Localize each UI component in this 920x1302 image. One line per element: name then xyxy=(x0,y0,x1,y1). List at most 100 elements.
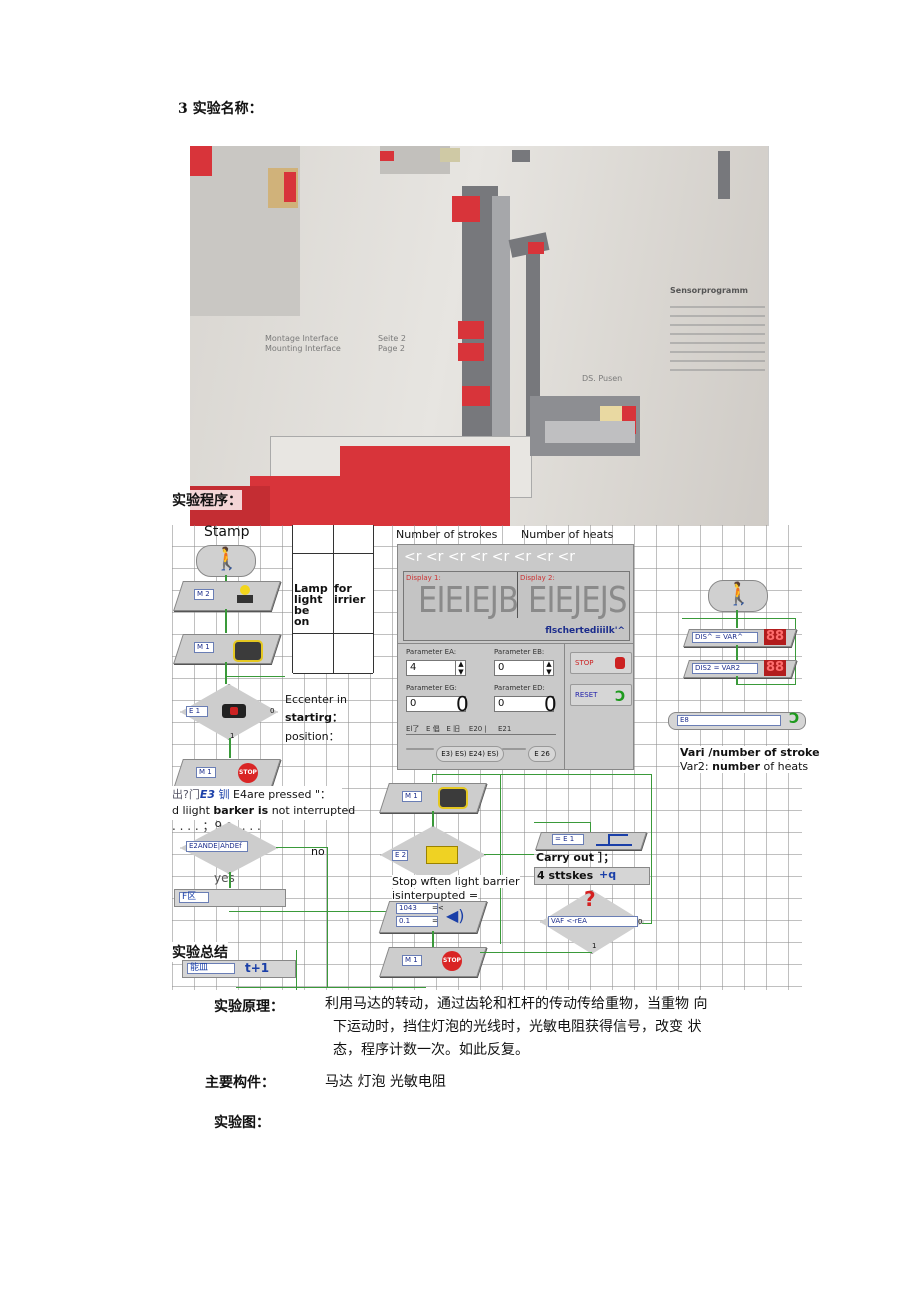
arrow-row: <r <r <r <r <r <r <r <r xyxy=(404,549,576,565)
photo-caption-4: Page 2 xyxy=(378,344,405,353)
param-ec-label: Parameter EG: xyxy=(406,684,457,692)
param-ea-spinner[interactable]: ▲▼ xyxy=(455,660,466,676)
carry-out-label: Carry out ］； xyxy=(536,851,615,864)
param-ea-input[interactable]: 4 xyxy=(406,660,466,676)
stop-when-line2: isinterpupted = xyxy=(392,889,479,902)
parameter-panel: Parameter EA: Parameter EB: 4 ▲▼ 0 ▲▼ Pa… xyxy=(397,643,634,770)
yes-label: yes xyxy=(214,871,235,885)
principle-text: 利用马达的转动，通过齿轮和杠杆的传动传给重物，当重物 向 下运动时，挡住灯泡的光… xyxy=(325,993,795,1062)
motor-m1-block[interactable] xyxy=(173,634,281,664)
display-panel: <r <r <r <r <r <r <r <r Display 1: Displ… xyxy=(397,544,634,644)
start-man-icon-2: 🚶 xyxy=(725,582,753,607)
e3-note: 出?门E3 钏 E4are pressed "： xyxy=(172,788,332,801)
experiment-photo: Montage Interface Mounting Interface Sei… xyxy=(190,146,769,526)
param-eb-input[interactable]: 0 xyxy=(494,660,554,676)
wait-e1-field[interactable]: = E 1 xyxy=(552,834,584,845)
principle-line-1: 利用马达的转动，通过齿轮和杠杆的传动传给重物，当重物 向 xyxy=(325,996,708,1012)
display1-assign-field[interactable]: DIS^ = VAR^ xyxy=(692,632,758,643)
lamp-label: Lamp light be on xyxy=(294,582,328,628)
principle-label: 实验原理： xyxy=(214,999,284,1015)
principle-line-2: 下运动时，挡住灯泡的光线时，光敏电阻获得信号，改变 状 xyxy=(333,1019,702,1035)
display2-value: EIEJEJS xyxy=(528,580,627,621)
var2-note: Var2: number of heats xyxy=(680,760,809,773)
e-button-row[interactable]: El了 E 倡 E 旧 E20 | E21 xyxy=(406,725,512,733)
motor-stop-block[interactable] xyxy=(173,759,281,789)
for-label: for irrier xyxy=(334,582,366,606)
eccenter-line3: position： xyxy=(285,730,340,743)
e-button-group[interactable]: E3) ES) E24) ES) xyxy=(436,746,504,762)
compare-field-1[interactable]: 1043 xyxy=(396,903,438,914)
brand-label: flschertediiilk'^ xyxy=(545,626,625,636)
photo-caption-5: Sensorprogramm xyxy=(670,286,748,295)
display1-label: Display 1: xyxy=(406,574,441,582)
motor-m2-block[interactable] xyxy=(173,581,281,611)
components-text: 马达 灯泡 光敏电阻 xyxy=(325,1074,446,1090)
param-eb-spinner[interactable]: ▲▼ xyxy=(543,660,554,676)
m2-field[interactable]: M 2 xyxy=(194,589,214,600)
lamp-icon xyxy=(235,585,255,605)
param-ed-input[interactable]: 0 xyxy=(494,696,554,712)
motor-stop-block-2[interactable] xyxy=(379,947,487,977)
motor-m1-loop-block[interactable] xyxy=(379,783,487,813)
speaker-icon: ◀) xyxy=(446,906,465,925)
start-block-2[interactable]: 🚶 xyxy=(708,580,768,612)
param-ed-zero: 0 xyxy=(544,692,557,716)
e8-hook-icon: Ͻ xyxy=(789,711,799,727)
photo-caption-6: DS. Pusen xyxy=(582,374,623,383)
photo-caption-1: Montage Interface xyxy=(265,334,339,343)
start-man-icon: 🚶 xyxy=(213,547,241,572)
program-label: 实验程序： xyxy=(172,490,242,510)
m1-stop-field-2[interactable]: M 1 xyxy=(402,955,422,966)
barrier-note: d liight barker is not interrupted xyxy=(172,804,356,817)
param-ed-label: Parameter ED: xyxy=(494,684,545,692)
plusq-text: +q xyxy=(599,868,617,881)
question-mark: ? xyxy=(584,887,596,911)
e8-block[interactable]: E8 Ͻ xyxy=(668,711,806,730)
heats-header: Number of heats xyxy=(521,528,614,541)
display1-value: EIEIEJB xyxy=(418,580,519,621)
e-button-blank-1[interactable] xyxy=(406,748,434,750)
lamp-table: Lamp light be on for irrier xyxy=(292,525,374,674)
light-barrier-icon xyxy=(426,846,458,864)
start-block[interactable]: 🚶 xyxy=(196,545,256,577)
display2-label: Display 2: xyxy=(520,574,555,582)
signal-edge-icon xyxy=(596,834,632,846)
e2and-field[interactable]: E2ANDE|AhDEf xyxy=(186,841,248,852)
summary-block[interactable]: 能皿 t+1 xyxy=(182,960,296,978)
stop-hand-icon xyxy=(615,657,625,669)
stop-button[interactable]: STOP xyxy=(570,652,632,674)
param-ec-zero: 0 xyxy=(456,692,469,716)
photo-caption-3: Seite 2 xyxy=(378,334,406,343)
e26-button[interactable]: E 26 xyxy=(528,746,556,762)
strokes-text: 4 sttskes xyxy=(537,869,594,882)
counter-field[interactable]: F区 xyxy=(179,892,209,903)
m1-field[interactable]: M 1 xyxy=(194,642,214,653)
compare-op-1: =< xyxy=(432,904,444,912)
e1-one: 1 xyxy=(230,732,235,740)
var-one: 1 xyxy=(592,942,597,950)
m1-stop-field[interactable]: M 1 xyxy=(196,767,216,778)
e-button-blank-2[interactable] xyxy=(502,748,526,750)
e8-field[interactable]: E8 xyxy=(677,715,781,726)
var-zero: 0 xyxy=(638,918,643,926)
components-label: 主要构件： xyxy=(205,1075,275,1091)
summary-label: 实验总结 xyxy=(172,942,228,962)
param-ec-input[interactable]: 0 xyxy=(406,696,466,712)
m1-loop-field[interactable]: M 1 xyxy=(402,791,422,802)
section-heading: 3 实验名称： xyxy=(178,101,263,117)
counter-block[interactable]: F区 xyxy=(174,889,286,907)
strokes-block[interactable]: 4 sttskes +q xyxy=(534,867,650,885)
var-compare-field[interactable]: VAF <-rEA xyxy=(548,916,638,927)
e3-note-mask xyxy=(172,786,342,820)
e2-field[interactable]: E 2 xyxy=(392,850,408,861)
compare-field-2[interactable]: 0.1 xyxy=(396,916,438,927)
photo-caption-2: Mounting Interface xyxy=(265,344,341,353)
display2-assign-field[interactable]: DIS2 = VAR2 xyxy=(692,663,758,674)
summary-field[interactable]: 能皿 xyxy=(187,963,235,974)
e1-field[interactable]: E 1 xyxy=(186,706,208,717)
eccenter-line1: Eccenter in xyxy=(285,693,347,706)
param-ea-label: Parameter EA: xyxy=(406,648,457,656)
t1-label: t+1 xyxy=(245,961,270,975)
led-display-1: 88 xyxy=(764,629,786,645)
